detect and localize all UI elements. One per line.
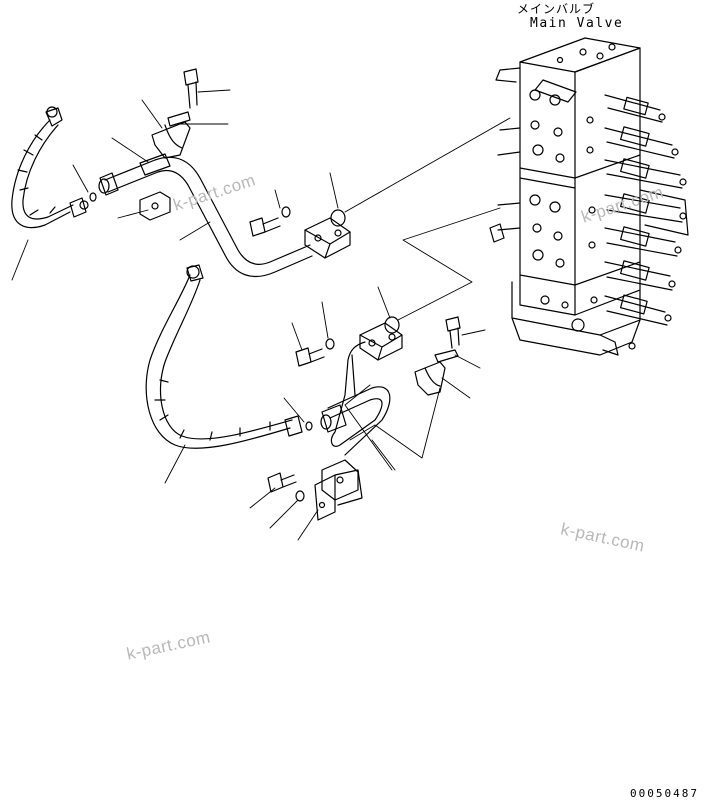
- lower-bolt-mid: [295, 338, 335, 367]
- main-valve-title-en: Main Valve: [530, 16, 624, 31]
- lower-hose: [145, 264, 303, 449]
- upper-clamp: [151, 111, 191, 159]
- lower-clamp: [414, 361, 446, 396]
- leader-lines: [11, 89, 511, 541]
- upper-o-ring: [330, 209, 346, 227]
- main-valve: [489, 37, 689, 356]
- lower-o-ring: [384, 316, 400, 334]
- lower-o-ring-small: [305, 421, 313, 431]
- upper-tube: [98, 153, 313, 278]
- main-valve-title-jp: メインバルブ: [517, 2, 596, 16]
- upper-hose: [11, 106, 89, 229]
- lower-flange: [359, 322, 403, 361]
- upper-bolt-mid: [249, 206, 291, 237]
- lower-bolt-right: [434, 316, 461, 363]
- upper-bolt-top: [183, 68, 199, 109]
- lower-bracket: [314, 459, 363, 521]
- upper-flange: [304, 217, 351, 259]
- lower-tube: [320, 341, 391, 456]
- drawing-number: 00050487: [630, 787, 699, 800]
- o-ring: [89, 192, 97, 202]
- lower-bolt-bottom: [267, 472, 305, 502]
- upper-clip: [139, 191, 171, 221]
